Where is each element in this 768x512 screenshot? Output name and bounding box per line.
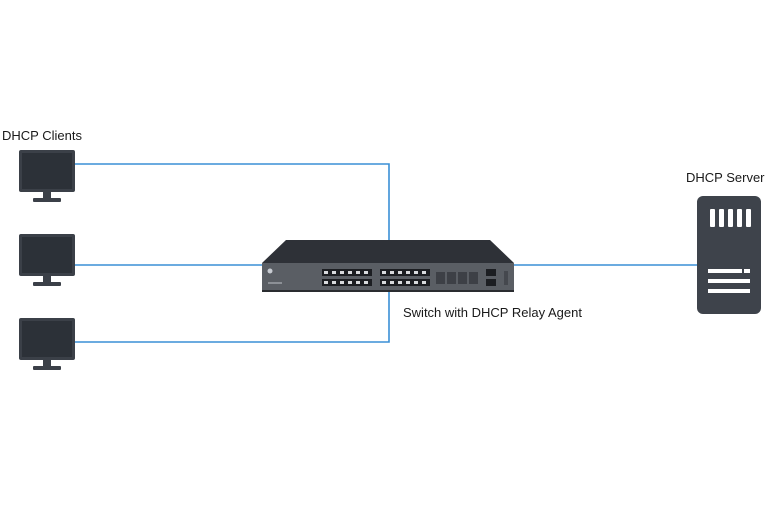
link-client-3-switch: [75, 290, 390, 343]
desktop-computer-icon: [19, 318, 75, 370]
relay-switch-label: Switch with DHCP Relay Agent: [403, 305, 582, 320]
connection-lines: [75, 163, 697, 343]
server-icon: [697, 196, 761, 314]
network-switch-icon: [262, 240, 514, 292]
desktop-computer-icon: [19, 234, 75, 286]
desktop-computer-icon: [19, 150, 75, 202]
dhcp-clients-label: DHCP Clients: [2, 128, 82, 143]
link-client-1-switch: [75, 163, 390, 244]
dhcp-server-label: DHCP Server: [686, 170, 765, 185]
